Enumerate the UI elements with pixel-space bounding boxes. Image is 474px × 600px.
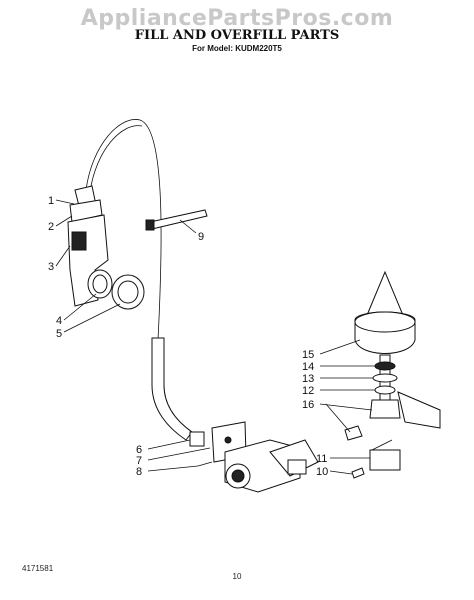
float-assembly [344, 270, 441, 441]
leader-lines [55, 199, 375, 475]
diagram-title: FILL AND OVERFILL PARTS [134, 28, 340, 43]
callout-14: 14 [302, 361, 314, 373]
wire-tie [145, 209, 208, 231]
overfill-switch [351, 439, 401, 479]
callout-4: 4 [56, 315, 62, 327]
callout-8: 8 [136, 466, 142, 478]
fill-hose [85, 119, 193, 441]
nut-washer [87, 269, 145, 310]
callout-5: 5 [56, 328, 62, 340]
callout-12: 12 [302, 385, 314, 397]
callout-numbers: 1 2 3 4 5 9 6 7 8 15 14 13 12 16 11 10 [48, 195, 328, 478]
callout-6: 6 [136, 444, 142, 456]
callout-1: 1 [48, 195, 54, 207]
callout-16: 16 [302, 399, 314, 411]
callout-13: 13 [302, 373, 314, 385]
callout-2: 2 [48, 221, 54, 233]
callout-10: 10 [316, 466, 328, 478]
callout-3: 3 [48, 261, 54, 273]
page-number: 10 [232, 572, 242, 581]
callout-15: 15 [302, 349, 314, 361]
water-valve [189, 421, 319, 493]
watermark: AppliancePartsPros.com [80, 6, 394, 31]
model-subtitle: For Model: KUDM220T5 [192, 44, 282, 53]
callout-9: 9 [198, 231, 204, 243]
document-number: 4171581 [22, 564, 54, 573]
callout-7: 7 [136, 455, 142, 467]
callout-11: 11 [316, 453, 327, 465]
